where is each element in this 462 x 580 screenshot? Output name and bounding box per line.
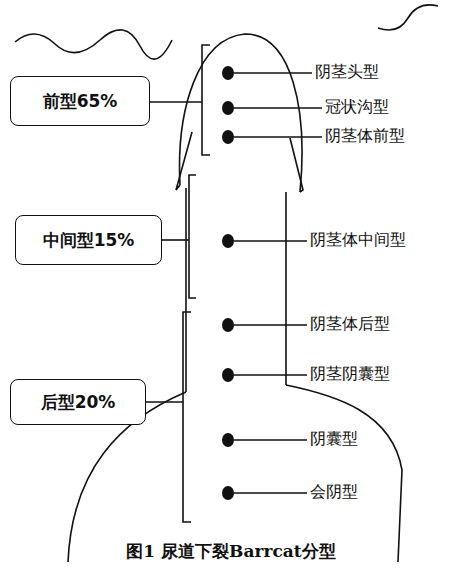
- leader-line: [234, 240, 307, 242]
- leader-line: [234, 324, 307, 326]
- position-label: 阴囊型: [310, 428, 358, 450]
- pubic-hair-line: [15, 30, 172, 59]
- scrotum-outline: [286, 385, 402, 562]
- meatus-dot: [222, 318, 234, 332]
- type-label: 前型65%: [43, 90, 118, 113]
- leader-line: [234, 72, 312, 74]
- type-box: 前型65%: [10, 76, 150, 126]
- bracket-leader: [162, 239, 189, 241]
- meatus-dot: [222, 234, 234, 248]
- bracket-leader: [146, 401, 183, 403]
- leader-line: [234, 136, 322, 138]
- meatus-dot: [222, 486, 234, 500]
- meatus-dot: [222, 101, 234, 115]
- meatus-dot: [222, 433, 234, 447]
- meatus-dot: [222, 66, 234, 80]
- position-label: 阴茎体后型: [310, 313, 390, 335]
- shaft-outline: [185, 188, 187, 392]
- type-label: 后型20%: [41, 391, 116, 414]
- type-box: 后型20%: [10, 379, 146, 425]
- meatus-dot: [222, 130, 234, 144]
- leader-line: [234, 439, 307, 441]
- corona-flange: [290, 138, 303, 192]
- range-bracket: [202, 45, 210, 155]
- figure-caption: 图1 尿道下裂Barrcat分型: [0, 540, 462, 563]
- leader-line: [234, 107, 322, 109]
- type-box: 中间型15%: [15, 215, 162, 265]
- meatus-dot: [222, 368, 234, 382]
- position-label: 冠状沟型: [325, 96, 389, 118]
- position-label: 会阴型: [310, 481, 358, 503]
- pubic-hair-line: [378, 5, 438, 30]
- position-label: 阴茎体前型: [325, 125, 405, 147]
- leader-line: [234, 374, 307, 376]
- glans-outline: [180, 34, 302, 192]
- position-label: 阴茎头型: [315, 61, 379, 83]
- bracket-leader: [150, 101, 202, 103]
- position-label: 阴茎体中间型: [310, 229, 406, 251]
- position-label: 阴茎阴囊型: [310, 363, 390, 385]
- shaft-outline: [285, 192, 287, 385]
- range-bracket: [183, 312, 191, 522]
- range-bracket: [189, 175, 196, 298]
- type-label: 中间型15%: [43, 229, 135, 252]
- leader-line: [234, 492, 307, 494]
